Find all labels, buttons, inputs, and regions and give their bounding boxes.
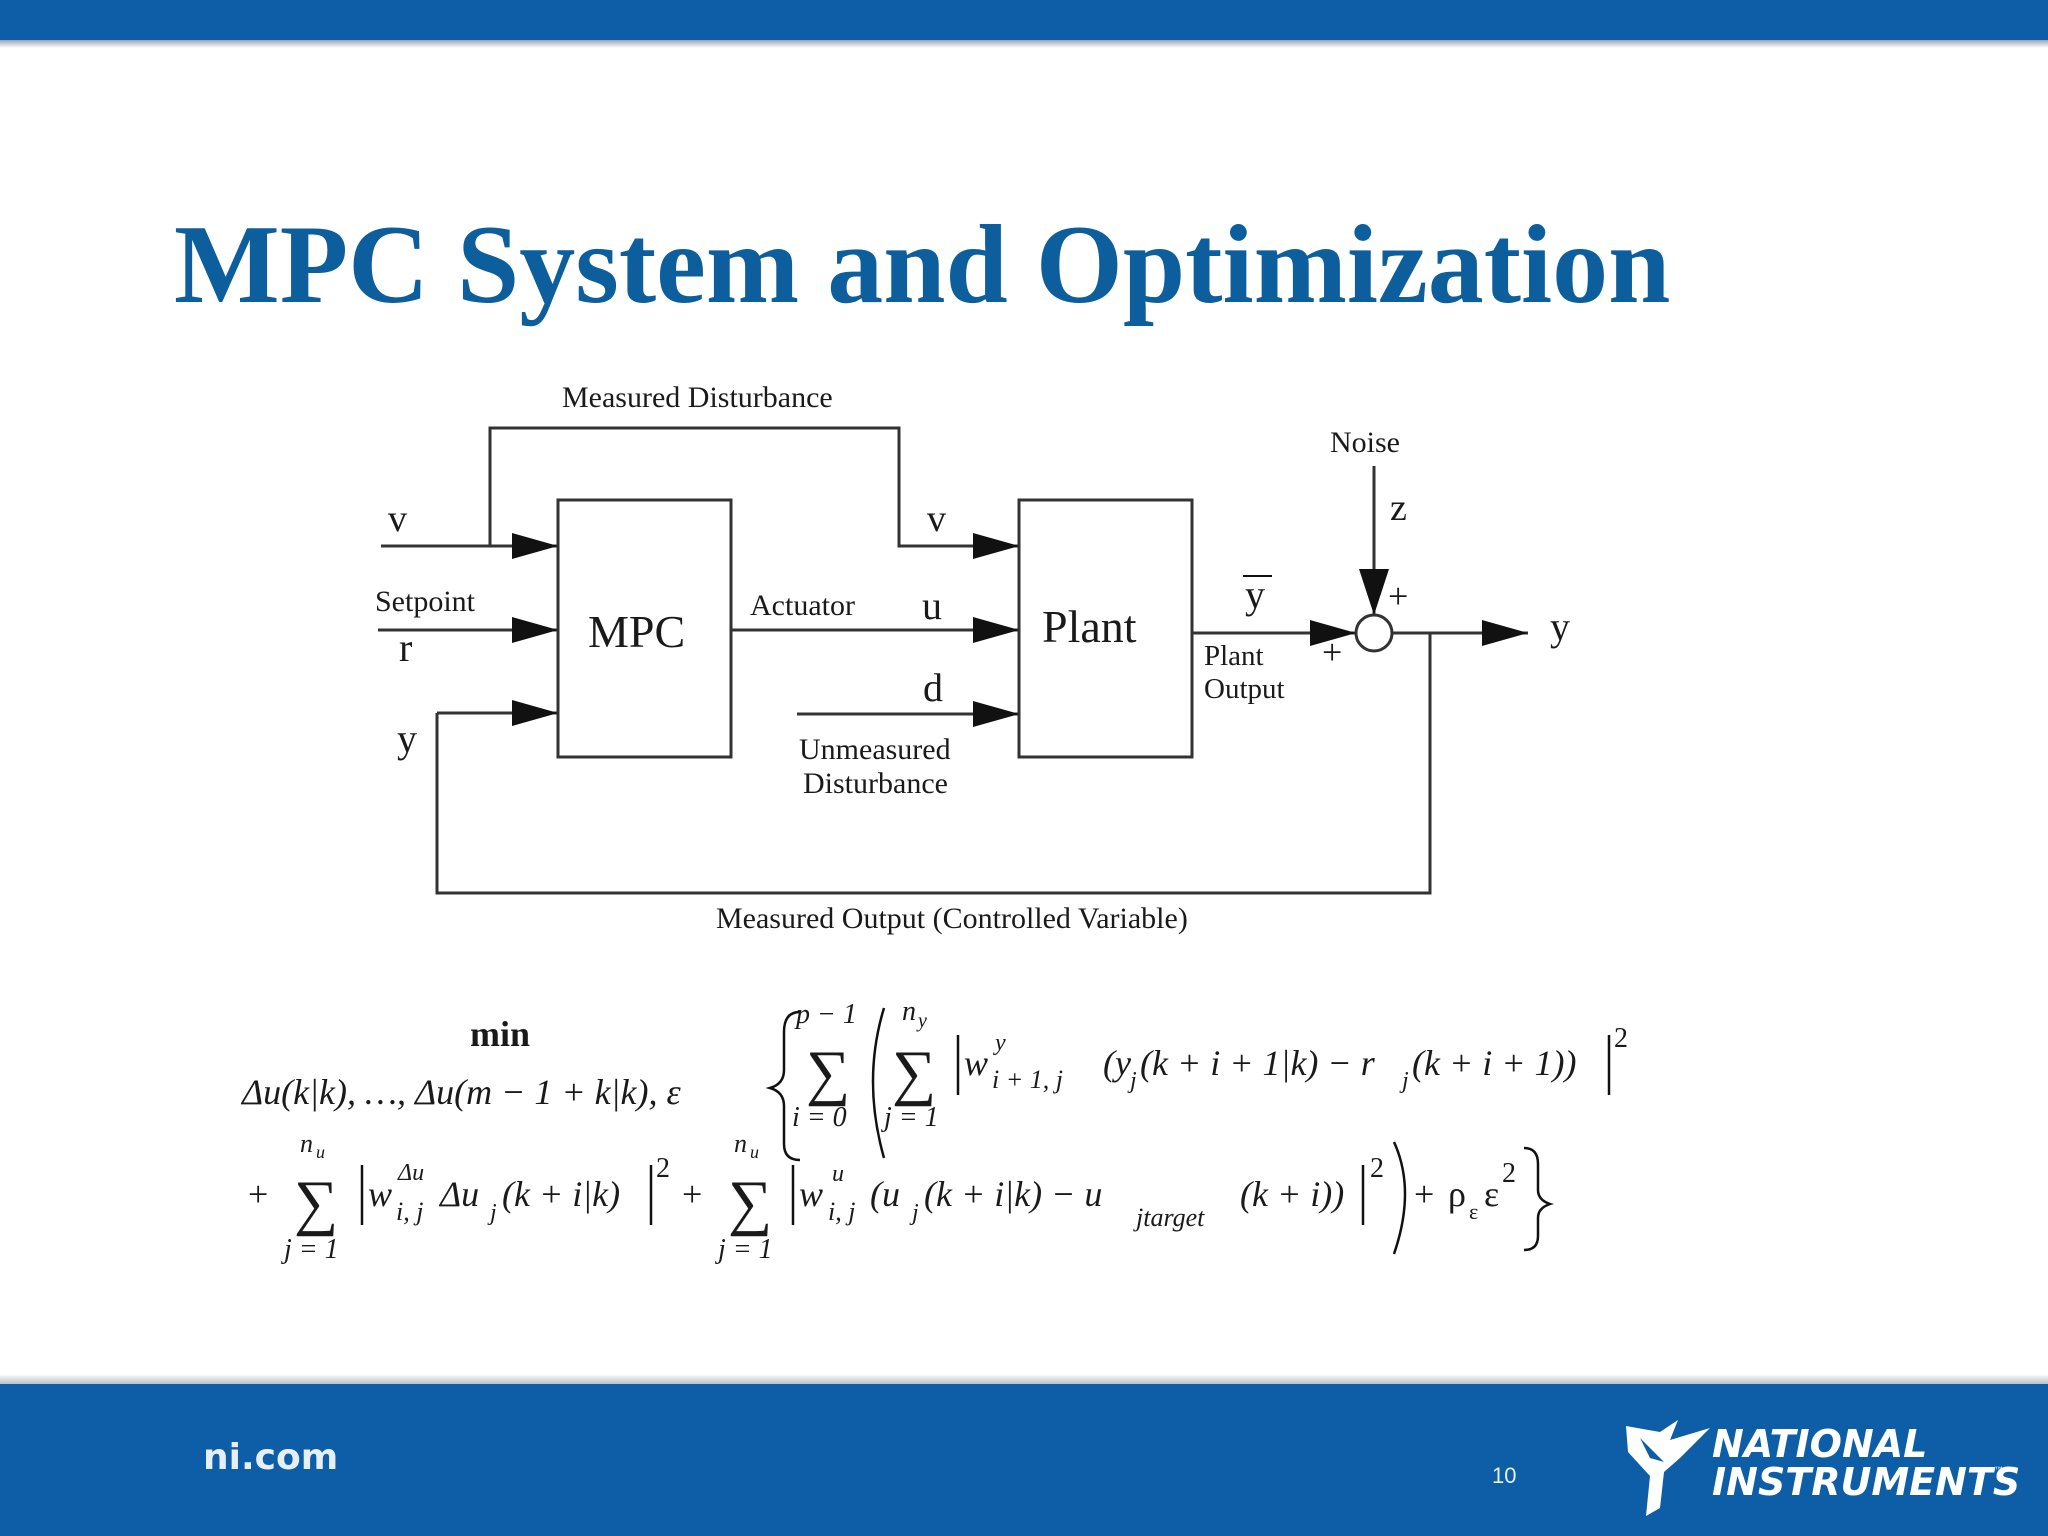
- label-y-bar: y: [1245, 572, 1265, 617]
- label-unmeasured-1: Unmeasured: [799, 733, 951, 766]
- label-y-output: y: [1550, 604, 1570, 649]
- measured-disturbance-path: [488, 426, 1019, 559]
- epsilon: ε: [1484, 1174, 1499, 1214]
- term3-sub: i, j: [828, 1197, 855, 1226]
- label-noise: Noise: [1330, 426, 1400, 459]
- sum3-upper-sub: u: [316, 1142, 325, 1162]
- sum1-lower: i = 0: [792, 1102, 847, 1133]
- term1-rest2-sub: j: [1399, 1068, 1409, 1094]
- label-measured-disturbance: Measured Disturbance: [562, 381, 833, 414]
- sum4-upper-sub: u: [750, 1142, 759, 1162]
- label-u: u: [922, 583, 942, 628]
- term2-square: 2: [656, 1153, 670, 1184]
- label-plus-left: +: [1322, 632, 1342, 672]
- term3-rest2-sub: jtarget: [1133, 1203, 1205, 1232]
- sum2-lower: j = 1: [881, 1102, 939, 1133]
- eq-under-min: Δu(k|k), …, Δu(m − 1 + k|k), ε: [240, 1072, 682, 1112]
- eq-plus-2: +: [682, 1174, 702, 1214]
- label-mpc: MPC: [588, 606, 685, 657]
- label-actuator: Actuator: [750, 589, 855, 622]
- paren-close: [1392, 1141, 1407, 1255]
- label-plus-top: +: [1388, 576, 1408, 616]
- term3-rest2: (k + i|k) − u: [924, 1174, 1102, 1214]
- label-z: z: [1390, 487, 1407, 529]
- footer-bar: [0, 1384, 2048, 1536]
- label-d: d: [923, 665, 943, 710]
- label-v-plant: v: [927, 498, 946, 540]
- sum1-sigma: ∑: [806, 1039, 850, 1107]
- term1-sub: i + 1, j: [992, 1065, 1063, 1094]
- term1-sup: y: [993, 1030, 1006, 1056]
- term3-rest: (u: [870, 1174, 900, 1214]
- header-bar: [0, 0, 2048, 40]
- summing-junction: [1354, 613, 1394, 653]
- eq-plus-1: +: [248, 1174, 268, 1214]
- term2-sup: Δu: [397, 1160, 424, 1186]
- eq-min: min: [470, 1014, 530, 1054]
- label-plant-output-1: Plant: [1204, 640, 1264, 672]
- term1-w: w: [964, 1043, 988, 1083]
- term1-square: 2: [1614, 1023, 1628, 1054]
- term1-rest: (y: [1103, 1043, 1131, 1083]
- term2-rest-sub: j: [487, 1200, 497, 1226]
- sum2-upper: n: [902, 996, 916, 1027]
- label-unmeasured-2: Disturbance: [803, 767, 948, 800]
- left-brace: [765, 1010, 801, 1162]
- sum2-upper-sub: y: [916, 1010, 927, 1032]
- term2-rest2: (k + i|k): [502, 1174, 620, 1214]
- label-v-input: v: [388, 498, 407, 540]
- term2-rest: Δu: [438, 1174, 479, 1214]
- term3-rest3: (k + i)): [1240, 1174, 1344, 1214]
- slide-title: MPC System and Optimization: [174, 203, 1671, 327]
- term3-square: 2: [1370, 1153, 1384, 1184]
- feedback-loop: [435, 633, 1432, 895]
- right-brace: [1523, 1146, 1554, 1252]
- sum2-sigma: ∑: [892, 1039, 936, 1107]
- rho: ρ: [1448, 1174, 1466, 1214]
- page-number: 10: [1492, 1463, 1517, 1488]
- footer-site: ni.com: [203, 1437, 339, 1478]
- rho-sub: ε: [1469, 1199, 1478, 1224]
- term3-rest-sub: j: [909, 1200, 919, 1226]
- label-plant: Plant: [1042, 601, 1137, 652]
- logo-text-national: NATIONAL: [1712, 1422, 1928, 1466]
- term3-sup: u: [832, 1161, 844, 1187]
- eq-plus-3: +: [1414, 1174, 1434, 1214]
- label-measured-output: Measured Output (Controlled Variable): [716, 902, 1188, 935]
- term3-w: w: [799, 1174, 823, 1214]
- logo-text-instruments: INSTRUMENTS: [1712, 1460, 2021, 1504]
- label-y-feedback: y: [397, 716, 417, 761]
- term1-rest2: (k + i + 1|k) − r: [1140, 1043, 1376, 1083]
- ni-eagle-logo-icon: [1626, 1420, 1710, 1516]
- label-plant-output-2: Output: [1204, 673, 1285, 705]
- epsilon-square: 2: [1502, 1158, 1516, 1189]
- label-r: r: [399, 625, 412, 670]
- paren-open: [871, 1007, 886, 1159]
- header-shadow: [0, 40, 2048, 48]
- term1-rest3: (k + i + 1)): [1412, 1043, 1577, 1083]
- logo-trademark: ™: [1994, 1466, 2004, 1477]
- term2-sub: i, j: [396, 1197, 423, 1226]
- sum4-lower: j = 1: [715, 1234, 773, 1265]
- sum3-lower: j = 1: [281, 1234, 339, 1265]
- optimization-equation: min Δu(k|k), …, Δu(m − 1 + k|k), ε p − 1…: [240, 996, 1628, 1265]
- sum4-sigma: ∑: [728, 1169, 772, 1237]
- term1-rest-sub: j: [1127, 1068, 1137, 1094]
- footer-shadow: [0, 1374, 2048, 1384]
- sum3-upper: n: [300, 1129, 313, 1158]
- sum4-upper: n: [734, 1129, 747, 1158]
- sum3-sigma: ∑: [294, 1169, 338, 1237]
- label-setpoint: Setpoint: [375, 585, 476, 618]
- sum1-upper: p − 1: [794, 999, 857, 1030]
- term2-w: w: [368, 1174, 392, 1214]
